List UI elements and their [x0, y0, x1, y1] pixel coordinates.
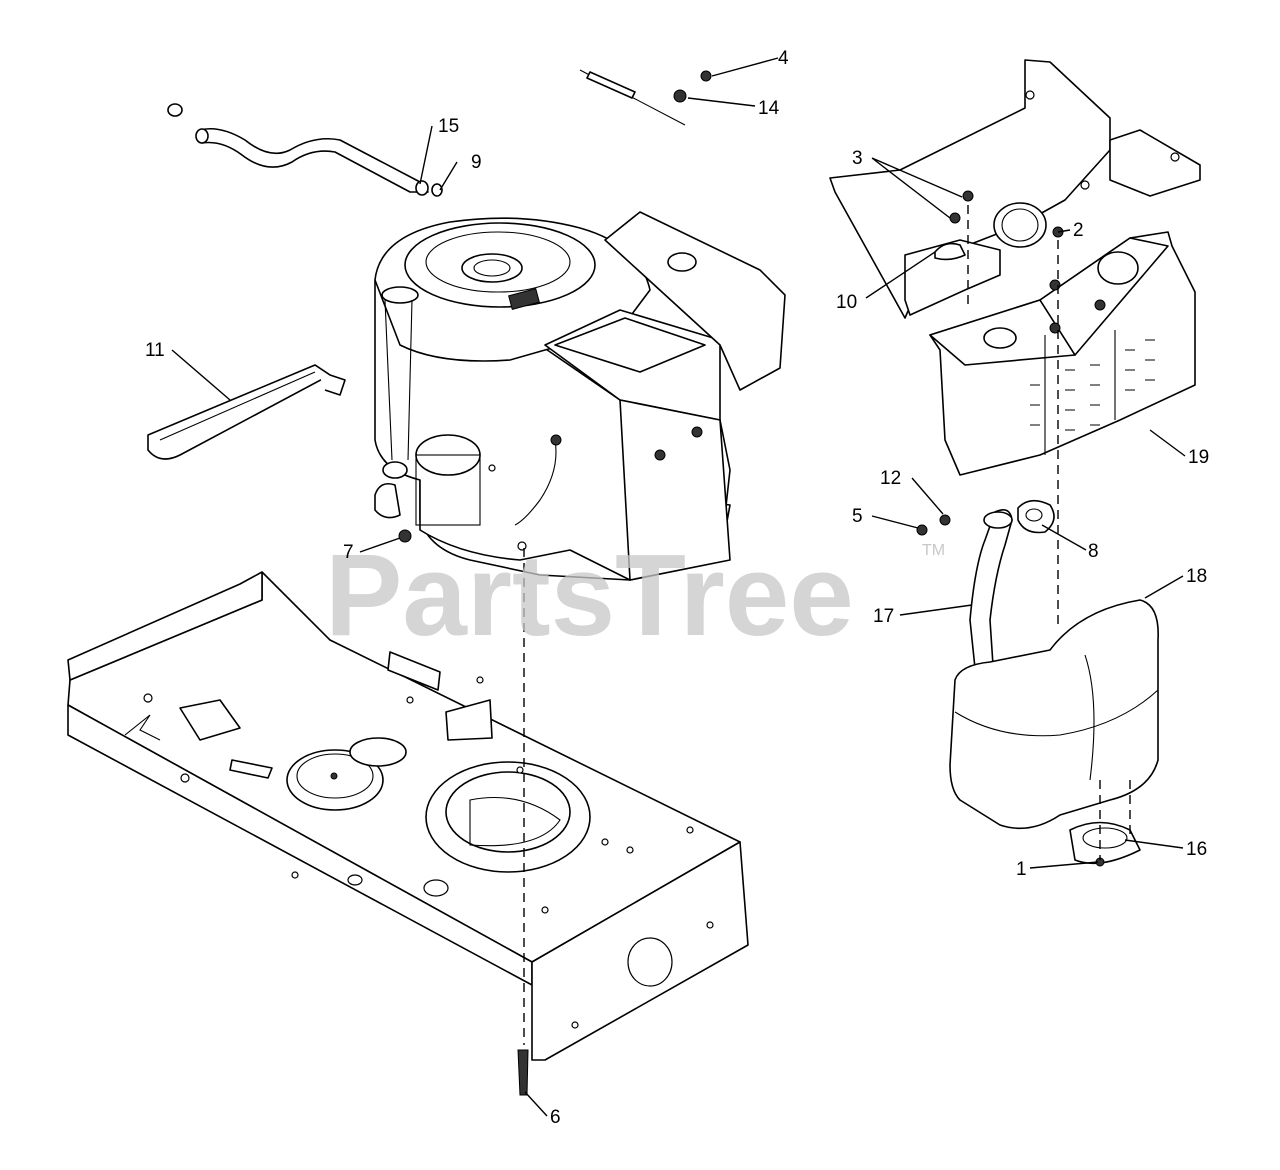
- callout-4: 4: [778, 48, 789, 69]
- callout-5: 5: [852, 506, 863, 527]
- alignment-lines: [523, 205, 1131, 1045]
- callout-6: 6: [550, 1107, 561, 1128]
- callout-16: 16: [1186, 839, 1207, 860]
- callout-2: 2: [1073, 220, 1084, 241]
- frame-drawing: [67, 571, 749, 1061]
- leader-lines: [171, 57, 1186, 1117]
- shield-drawing: [147, 364, 346, 460]
- engine-drawing: [374, 211, 786, 581]
- callout-12: 12: [880, 468, 901, 489]
- heat-shield-drawing: [929, 231, 1196, 476]
- callout-15: 15: [438, 116, 459, 137]
- bracket-drawing: [829, 59, 1201, 319]
- callout-14: 14: [758, 98, 780, 119]
- exhaust-drawing: [916, 499, 1055, 698]
- muffler-drawing: [949, 599, 1159, 865]
- callout-1: 1: [1016, 859, 1027, 880]
- callout-11: 11: [145, 340, 165, 361]
- callout-10: 10: [836, 292, 857, 313]
- callout-3: 3: [852, 148, 863, 169]
- watermark-text: PartsTree: [325, 530, 854, 660]
- watermark-trademark: TM: [922, 542, 945, 559]
- callout-9: 9: [471, 152, 482, 173]
- fuel-line-drawing: [167, 103, 443, 197]
- callout-labels: 4 14 15 9 3 2 10 11 19 12 5 8 7 18 17 16…: [145, 48, 1209, 1128]
- callout-18: 17: [873, 606, 894, 627]
- callout-17: 18: [1186, 566, 1207, 587]
- callout-19: 19: [1188, 447, 1209, 468]
- throttle-cable-drawing: [579, 69, 712, 126]
- callout-7: 7: [343, 542, 354, 563]
- callout-8: 8: [1088, 541, 1099, 562]
